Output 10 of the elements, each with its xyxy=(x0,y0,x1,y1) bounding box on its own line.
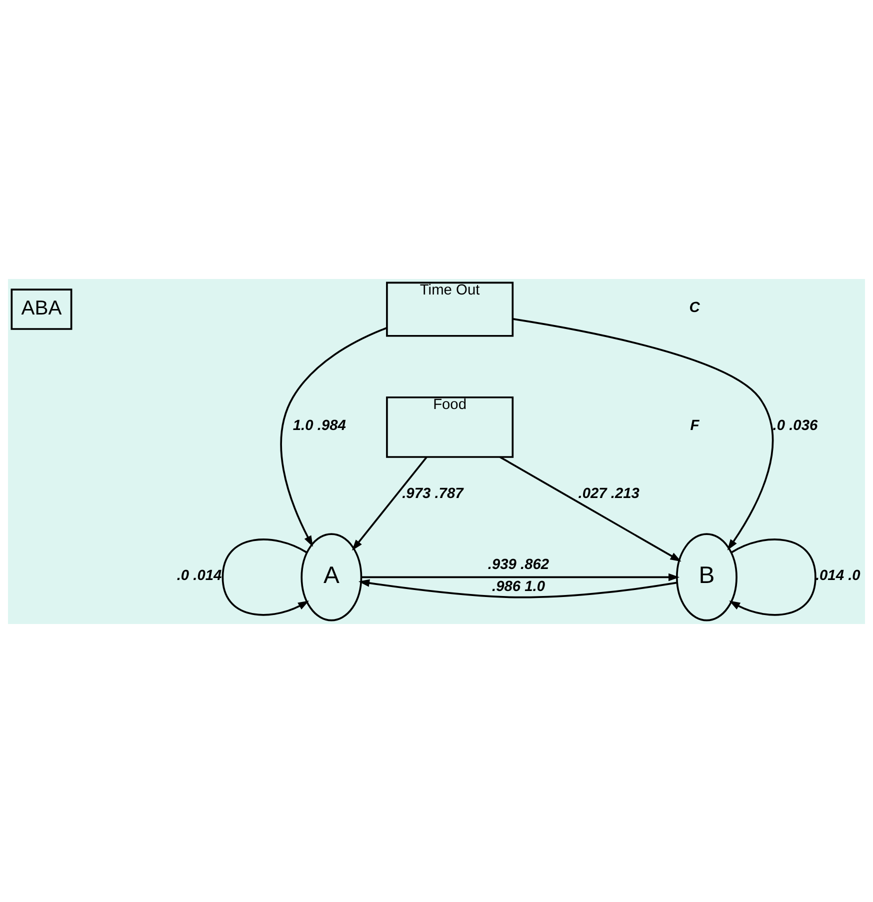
edge-label: .939 .862 xyxy=(488,556,550,572)
label: C xyxy=(689,299,700,316)
edge-label: .0 .036 xyxy=(772,417,818,434)
edge-label: 1.0 .984 xyxy=(292,417,346,434)
edge-label: .014 .0 xyxy=(815,567,860,584)
edge-label: .986 1.0 xyxy=(492,578,546,594)
label: F xyxy=(690,417,700,434)
edge-label: .027 .213 xyxy=(578,486,640,502)
edge-label: .973 .787 xyxy=(402,486,464,502)
edge-label: .0 .014 xyxy=(176,567,222,584)
